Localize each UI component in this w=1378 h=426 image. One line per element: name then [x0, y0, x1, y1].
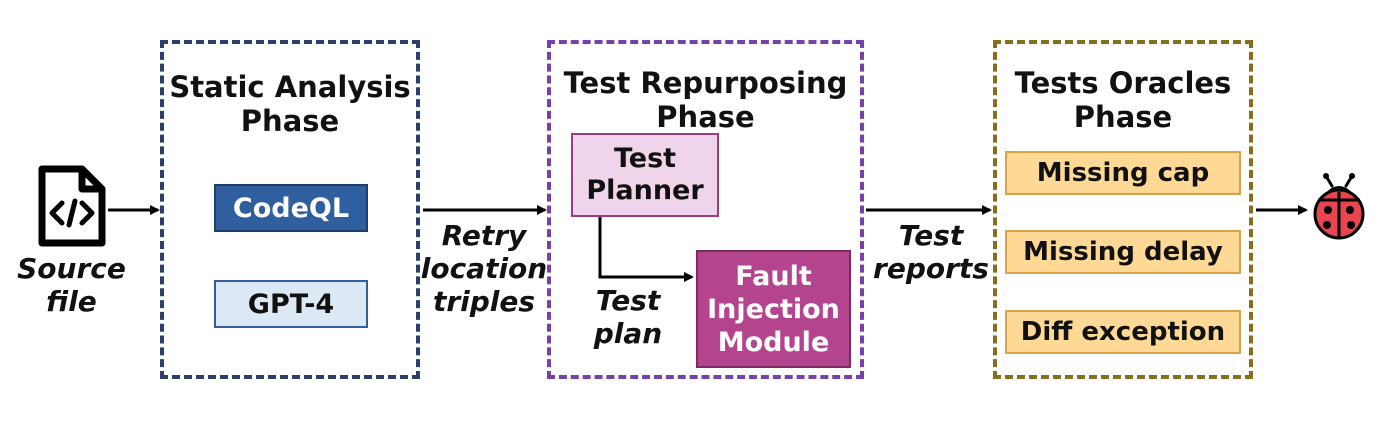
- source-file-label: Source file: [17, 252, 126, 318]
- test-planner-box: Test Planner: [571, 133, 719, 217]
- repurposing-phase-title: Test Repurposing Phase: [563, 66, 848, 134]
- oracle-missing-cap: Missing cap: [1005, 151, 1241, 195]
- ladybug-icon: [1313, 173, 1365, 240]
- oracle-missing-delay: Missing delay: [1005, 230, 1241, 274]
- test-reports-label: Test reports: [873, 219, 989, 285]
- codeql-box: CodeQL: [214, 184, 368, 232]
- test-plan-label: Test plan: [593, 284, 663, 350]
- oracle-diff-exception: Diff exception: [1005, 310, 1241, 354]
- retry-triples-label: Retry location triples: [420, 219, 548, 318]
- test-repurposing-phase: Test Repurposing Phase Test Planner Faul…: [547, 40, 864, 379]
- fault-injection-box: Fault Injection Module: [696, 250, 851, 368]
- tests-oracles-phase: Tests Oracles Phase Missing cap Missing …: [993, 40, 1253, 379]
- gpt4-box: GPT-4: [214, 280, 368, 328]
- static-analysis-phase: Static Analysis Phase CodeQL GPT-4: [160, 40, 420, 379]
- oracles-phase-title: Tests Oracles Phase: [1014, 66, 1232, 134]
- arrow-planner-to-injection: [598, 213, 694, 282]
- code-file-icon: [38, 165, 106, 247]
- static-phase-title: Static Analysis Phase: [169, 70, 411, 138]
- bug: [1308, 172, 1370, 242]
- source-file: [36, 165, 106, 247]
